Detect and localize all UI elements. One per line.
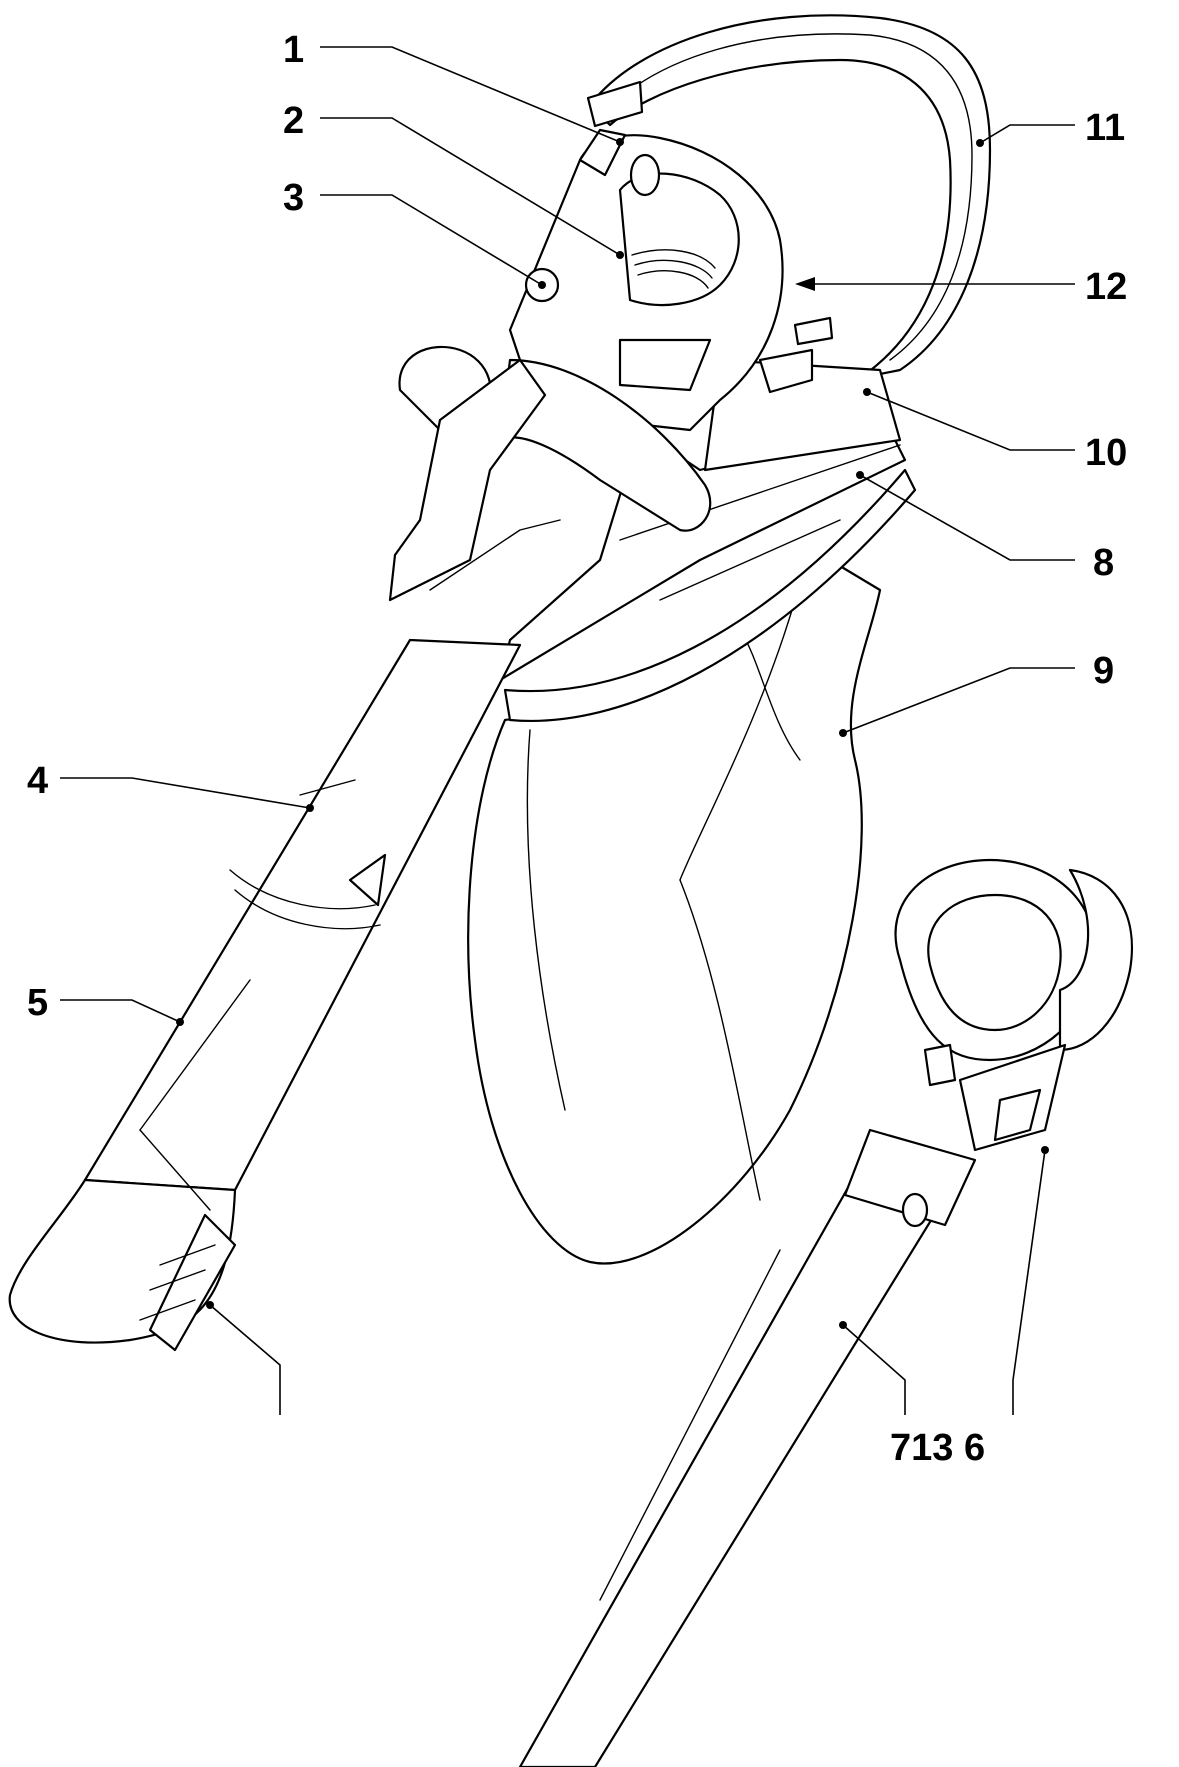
callout-3: 3	[283, 177, 304, 219]
leader-lines	[60, 46, 1075, 1415]
collection-bag	[467, 558, 882, 1265]
motor-housing	[508, 128, 784, 432]
callout-4: 4	[27, 760, 48, 802]
callout-8: 8	[1093, 542, 1114, 584]
callout-2: 2	[283, 100, 304, 142]
callout-9: 9	[1093, 650, 1114, 692]
blower-tube	[8, 638, 522, 1352]
callout-5: 5	[27, 982, 48, 1024]
callout-12: 12	[1085, 266, 1127, 308]
callout-labels: 1 2 3 4 5 713 6 8 9 10 11 12	[27, 29, 1127, 1469]
shoulder-strap	[586, 14, 992, 380]
front-handle	[388, 345, 712, 602]
callout-713-6: 713 6	[890, 1427, 985, 1469]
callout-1: 1	[283, 29, 304, 71]
vacuum-tube	[518, 858, 1133, 1767]
callout-10: 10	[1085, 432, 1127, 474]
bag-collar	[498, 316, 917, 722]
callout-11: 11	[1085, 107, 1125, 149]
